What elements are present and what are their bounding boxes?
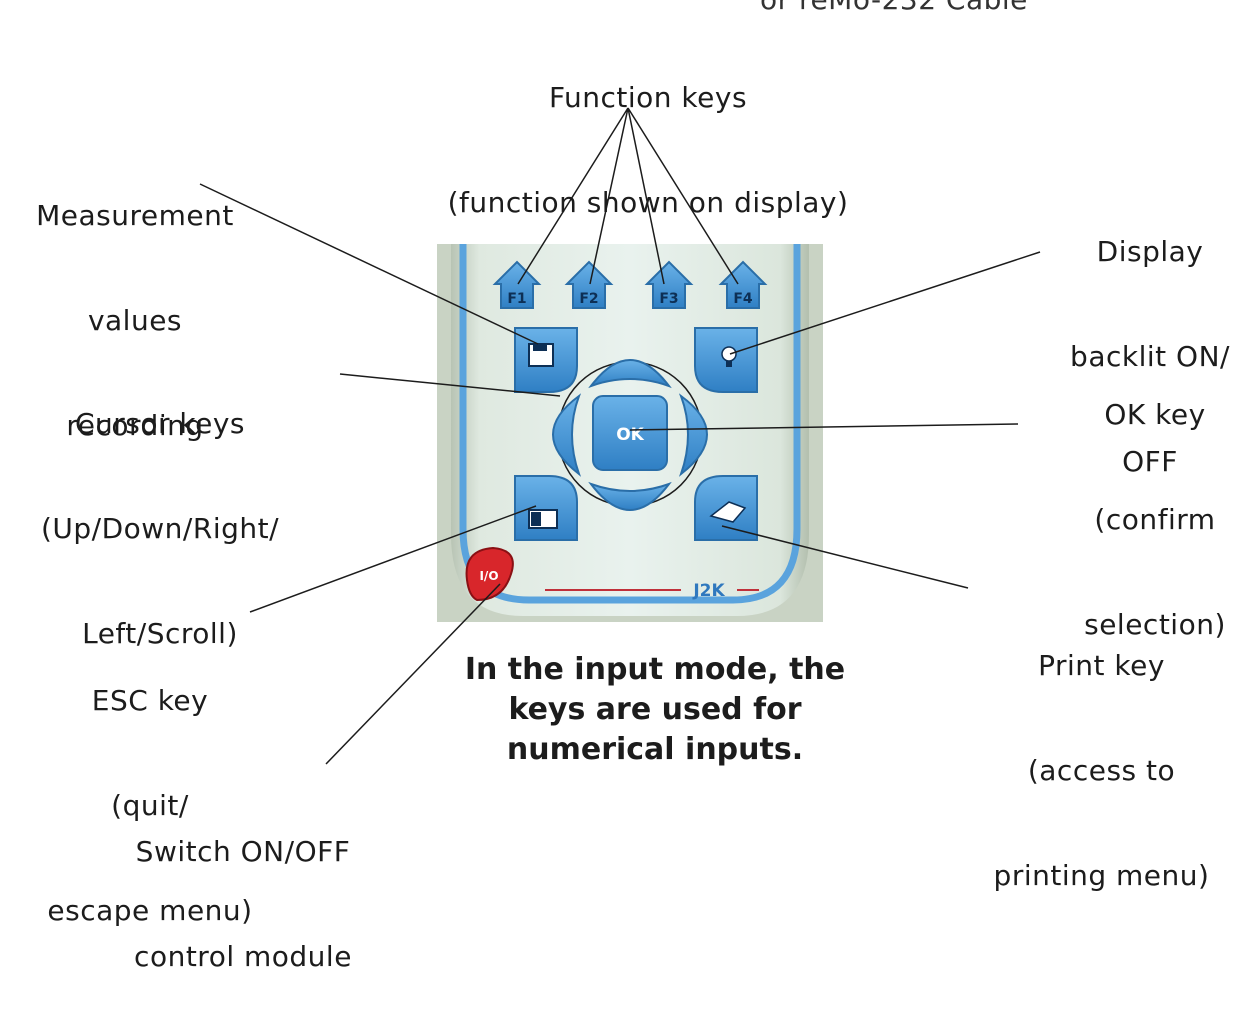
leader-display-backlit (729, 251, 1041, 355)
esc-key[interactable] (514, 475, 578, 541)
record-key[interactable] (514, 327, 578, 393)
label-ok-line3: selection) (1084, 608, 1226, 641)
label-switch-line1: Switch ON/OFF (135, 835, 351, 868)
note-line3: numerical inputs. (506, 732, 804, 767)
brand-label: J2K (692, 581, 725, 601)
leader-function-f1 (517, 107, 629, 285)
label-cursor-keys: Cursor keys (Up/Down/Right/ Left/Scroll) (0, 336, 320, 686)
ok-key[interactable]: OK (592, 395, 668, 471)
label-measurement-line2: values (87, 304, 183, 337)
leader-cursor-keys (339, 373, 561, 397)
leader-function-f4 (627, 107, 739, 285)
label-cursor-line3: Left/Scroll) (82, 617, 238, 650)
label-ok-key: OK key (confirm selection) (1075, 327, 1235, 677)
label-cursor-line1: Cursor keys (74, 407, 246, 440)
printer-icon (709, 501, 747, 523)
power-key[interactable]: I/O (465, 546, 514, 602)
label-function-keys: Function keys (function shown on display… (388, 10, 908, 255)
f3-label: F3 (659, 291, 678, 307)
label-measurement-line3: recording (66, 409, 204, 442)
note-line2: keys are used for (508, 692, 802, 727)
function-key-f1[interactable]: F1 (492, 260, 542, 309)
label-cursor-line2: (Up/Down/Right/ (40, 512, 280, 545)
input-mode-note: In the input mode, the keys are used for… (420, 650, 890, 770)
label-measurement: Measurement values recording (0, 128, 270, 478)
leader-print-key (721, 525, 969, 589)
cursor-right-key[interactable] (678, 393, 708, 477)
leader-measurement (199, 183, 539, 345)
label-display-line3: OFF (1122, 445, 1178, 478)
keypad-illustration: F1 F2 F3 F4 OK (437, 244, 823, 622)
label-print-line3: printing menu) (993, 859, 1210, 892)
label-print-line2: (access to (1027, 754, 1176, 787)
leader-ok-key (629, 423, 1019, 431)
label-measurement-line1: Measurement (36, 199, 234, 232)
f4-label: F4 (733, 291, 753, 307)
label-switch-line2: control module (134, 940, 352, 973)
label-display-line1: Display (1096, 235, 1204, 268)
f1-label: F1 (507, 291, 526, 307)
callout-lines (199, 107, 1041, 765)
print-key[interactable] (694, 475, 758, 541)
backlight-key[interactable] (694, 327, 758, 393)
leader-switch (325, 583, 501, 765)
label-function-keys-line1: Function keys (548, 81, 748, 114)
label-display-backlit: Display backlit ON/ OFF (1060, 164, 1240, 514)
keypad-border (459, 244, 801, 604)
function-key-f3[interactable]: F3 (644, 260, 694, 309)
leader-esc-key (249, 505, 537, 613)
cut-off-top-text: or reMo-232 Cable (760, 0, 1028, 17)
power-key-label: I/O (479, 569, 498, 583)
cursor-up-key[interactable] (588, 359, 672, 389)
leader-function-f2 (589, 107, 629, 285)
label-function-keys-line2: (function shown on display) (447, 186, 849, 219)
function-key-f2[interactable]: F2 (564, 260, 614, 309)
label-esc-line2: (quit/ (111, 789, 189, 822)
f2-label: F2 (579, 291, 598, 307)
label-print-line1: Print key (1038, 649, 1165, 682)
cursor-down-key[interactable] (588, 481, 672, 511)
label-ok-line1: OK key (1104, 398, 1206, 431)
label-display-line2: backlit ON/ (1070, 340, 1230, 373)
label-esc-line1: ESC key (91, 684, 209, 717)
note-line1: In the input mode, the (464, 652, 846, 687)
cursor-left-key[interactable] (552, 393, 582, 477)
leader-function-f3 (627, 107, 665, 285)
label-ok-line2: (confirm (1094, 503, 1216, 536)
